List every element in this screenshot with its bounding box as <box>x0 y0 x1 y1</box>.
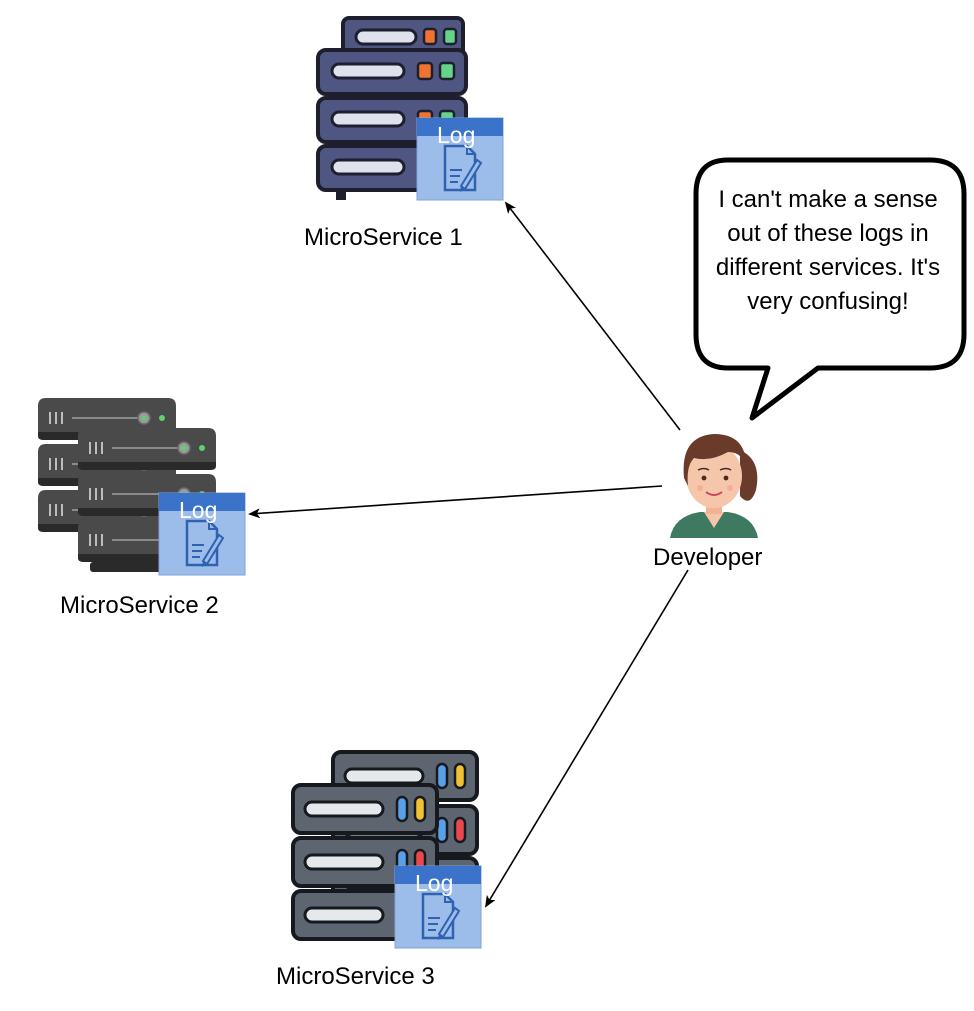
microservice-3-log-title: Log <box>415 870 454 896</box>
microservice-2-log-title: Log <box>179 497 218 523</box>
developer-label: Developer <box>653 544 763 571</box>
speech-bubble-text: I can't make a sense out of these logs i… <box>715 186 941 315</box>
microservice-3-label: MicroService 3 <box>276 963 435 990</box>
arrow-to-microservice-2 <box>248 485 663 519</box>
microservice-2-label: MicroService 2 <box>60 592 219 619</box>
arrow-to-microservice-3 <box>484 569 689 908</box>
microservice-1-server-icon <box>316 16 468 200</box>
microservice-1-log-title: Log <box>437 122 476 148</box>
microservice-1-label: MicroService 1 <box>304 224 463 251</box>
arrow-to-microservice-1 <box>504 201 681 431</box>
speech-bubble-shape <box>693 157 967 421</box>
developer-avatar-icon <box>670 434 758 538</box>
